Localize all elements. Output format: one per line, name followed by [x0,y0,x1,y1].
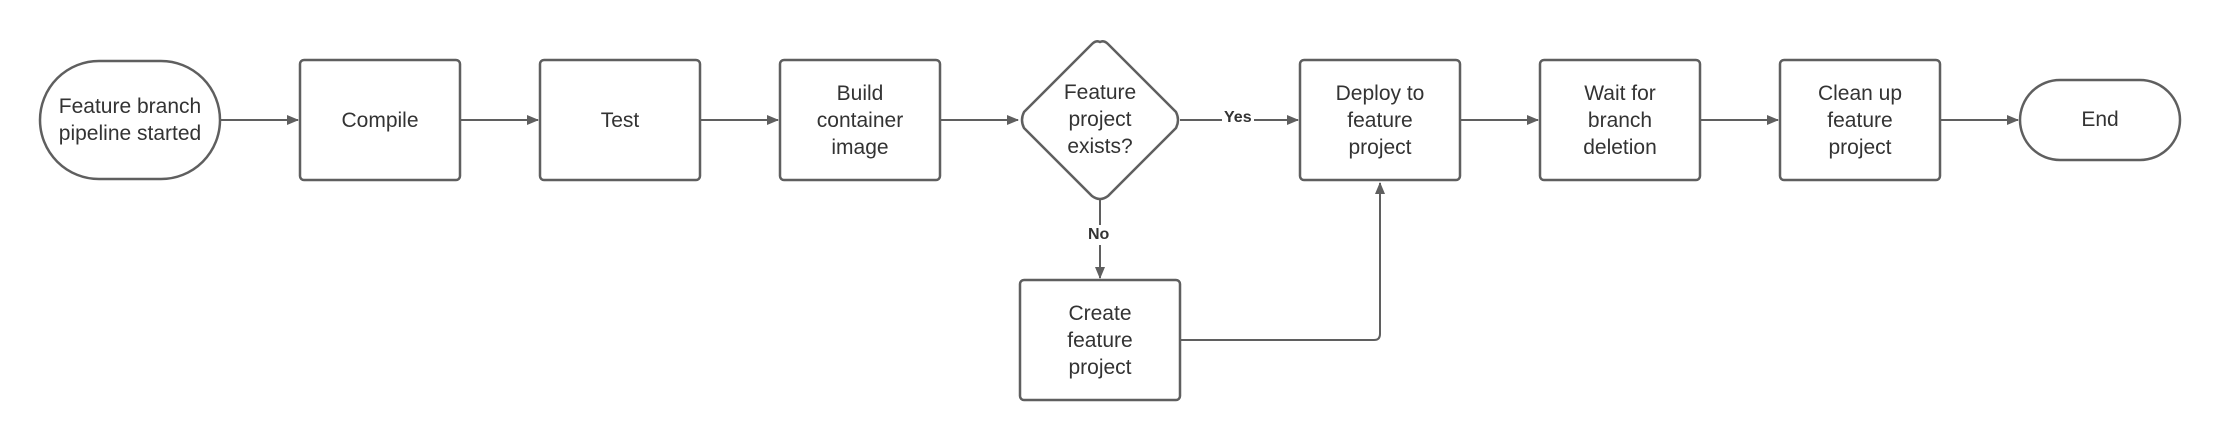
node-text-line: exists? [1067,134,1133,158]
deploy-box-shape [1298,58,1462,182]
node-text-line: Feature [1063,80,1137,104]
start-terminal-shape [38,59,222,181]
node-text-line: Compile [341,108,419,132]
node-text-line: pipeline started [58,122,202,145]
node-end: End [2020,80,2180,158]
decision-diamond-shape [1020,40,1180,201]
node-text-line: image [831,135,889,159]
edge-label-no: No [1086,225,1112,245]
node-text-line: project [1828,135,1892,159]
node-end-label: End [2081,106,2118,133]
edge-label-yes: Yes [1222,108,1254,128]
node-deploy: Deploy to feature project [1300,60,1460,180]
node-test: Test [540,60,700,180]
compile-box-shape [298,58,462,182]
test-box-shape [538,58,702,182]
node-text-line: project [1068,107,1132,131]
node-create: Create feature project [1020,280,1180,400]
node-text-line: Clean up [1817,81,1903,105]
node-text-line: project [1068,355,1132,379]
node-text-line: feature [1347,108,1413,132]
cleanup-box-shape [1778,58,1942,182]
node-compile-label: Compile [341,107,418,134]
end-terminal-shape [2018,78,2182,162]
node-wait-label: Wait for branch deletion [1583,80,1657,161]
edge-create-to-deploy [1180,182,1385,341]
node-text-line: deletion [1583,135,1657,159]
build-box-shape [778,58,942,182]
node-text-line: project [1348,135,1412,159]
wait-box-shape [1538,58,1702,182]
node-text-line: feature [1067,328,1133,352]
node-create-label: Create feature project [1067,300,1132,381]
node-decision: Feature project exists? [1040,60,1160,178]
node-cleanup-label: Clean up feature project [1818,80,1902,161]
node-decision-label: Feature project exists? [1064,79,1136,160]
node-text-line: branch [1587,108,1653,132]
node-wait: Wait for branch deletion [1540,60,1700,180]
node-text-line: Build [836,81,884,105]
node-build-label: Build container image [817,80,903,161]
node-text-line: End [2081,107,2119,131]
node-text-line: Wait for [1584,81,1656,105]
node-compile: Compile [300,60,460,180]
node-start: Feature branch pipeline started [40,61,220,179]
node-text-line: Create [1068,301,1132,325]
node-start-label: Feature branch pipeline started [59,93,201,147]
node-text-line: Test [600,108,640,132]
create-box-shape [1018,278,1182,402]
node-test-label: Test [601,107,640,134]
node-build: Build container image [780,60,940,180]
node-cleanup: Clean up feature project [1780,60,1940,180]
node-text-line: Deploy to [1335,81,1425,105]
node-text-line: feature [1827,108,1893,132]
node-text-line: container [816,108,904,132]
node-deploy-label: Deploy to feature project [1336,80,1425,161]
node-text-line: Feature branch [58,95,202,118]
